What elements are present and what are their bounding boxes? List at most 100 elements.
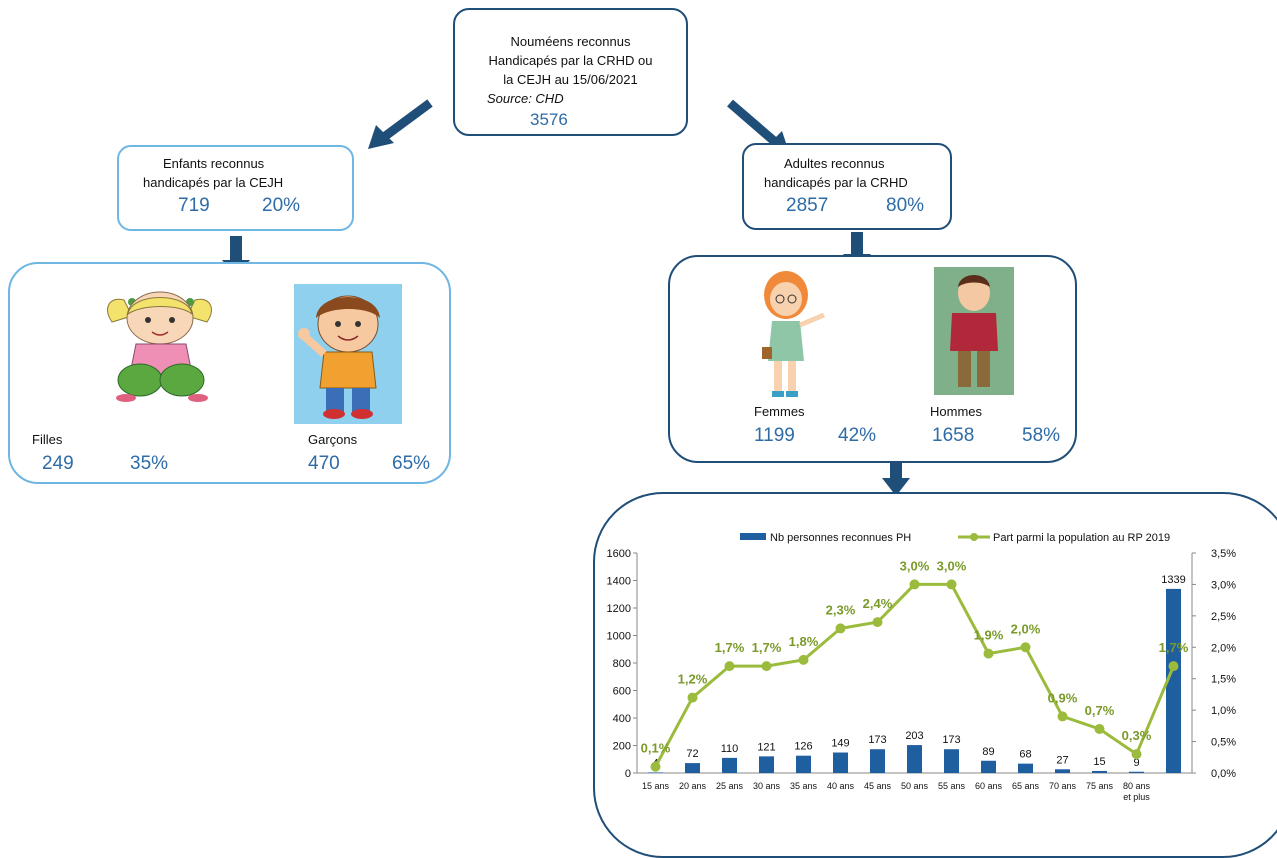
line-point (650, 761, 661, 772)
line-point (761, 661, 772, 672)
line-data-label: 2,4% (863, 596, 893, 611)
bar (722, 757, 737, 773)
x-tick-label: 25 ans (716, 781, 744, 791)
y-left-tick-label: 1600 (607, 548, 631, 560)
total-title-line1: Nouméens reconnus (510, 34, 631, 49)
line-data-label: 0,7% (1085, 703, 1115, 718)
filles-count: 249 (42, 453, 74, 474)
line-data-label: 1,9% (974, 628, 1004, 643)
boy-illustration (294, 284, 402, 424)
y-left-tick-label: 0 (625, 768, 631, 780)
total-title-line3: la CEJH au 15/06/2021 (503, 72, 638, 87)
arrow-to-enfants (368, 99, 433, 149)
legend-swatch-bars (740, 533, 766, 540)
y-right-tick-label: 0,5% (1211, 737, 1236, 749)
y-right-tick-label: 2,0% (1211, 642, 1236, 654)
y-left-tick-label: 1200 (607, 603, 631, 615)
garcons-label: Garçons (308, 432, 358, 447)
hommes-pct: 58% (1022, 425, 1061, 446)
girl-illustration (107, 291, 212, 402)
x-tick-label: 35 ans (790, 781, 818, 791)
total-source: Source: CHD (487, 91, 564, 106)
chart-panel (593, 492, 1277, 858)
total-box: Nouméens reconnus Handicapés par la CRHD… (453, 8, 688, 136)
x-tick-label: 20 ans (679, 781, 707, 791)
y-right-tick-label: 3,0% (1211, 579, 1236, 591)
bar (1092, 770, 1107, 773)
enfants-pct: 20% (262, 195, 301, 216)
line-data-label: 0,3% (1122, 728, 1152, 743)
line-data-label: 1,7% (752, 640, 782, 655)
x-tick-label: 45 ans (864, 781, 892, 791)
line-data-label: 1,7% (715, 640, 745, 655)
x-tick-label: 50 ans (901, 781, 929, 791)
y-right-tick-label: 3,5% (1211, 548, 1236, 560)
bar-data-label: 173 (942, 734, 960, 746)
enfants-title-line1: Enfants reconnus (163, 156, 265, 171)
femmes-pct: 42% (838, 425, 877, 446)
adults-panel: Femmes 1199 42% Hommes 1658 58% (668, 255, 1077, 463)
garcons-pct: 65% (392, 453, 431, 474)
bar (870, 749, 885, 773)
x-tick-label: 65 ans (1012, 781, 1040, 791)
bar-data-label: 110 (721, 743, 739, 755)
femmes-count: 1199 (754, 425, 795, 446)
legend-label-bars: Nb personnes reconnues PH (770, 532, 911, 544)
bar (907, 745, 922, 773)
legend-swatch-line-marker (970, 533, 978, 541)
line-point (798, 654, 809, 665)
children-panel: Filles 249 35% Garçons 470 65% (8, 262, 451, 484)
garcons-count: 470 (308, 453, 340, 474)
y-right-tick-label: 1,0% (1211, 705, 1236, 717)
bar (833, 752, 848, 773)
enfants-title-line2: handicapés par la CEJH (143, 175, 284, 190)
line-data-label: 2,3% (826, 602, 856, 617)
y-left-tick-label: 200 (613, 741, 631, 753)
line-data-label: 0,9% (1048, 690, 1078, 705)
x-tick-label: 15 ans (642, 781, 670, 791)
bar-data-label: 9 (1133, 757, 1139, 769)
y-left-tick-label: 400 (613, 713, 631, 725)
line-point (1168, 661, 1179, 672)
line-point (1020, 642, 1031, 653)
x-tick-label: 30 ans (753, 781, 781, 791)
enfants-box: Enfants reconnus handicapés par la CEJH … (117, 145, 354, 231)
line-point (1057, 711, 1068, 722)
bar (648, 772, 663, 773)
line-point (1094, 724, 1105, 734)
line-point (909, 579, 920, 590)
y-left-tick-label: 1400 (607, 576, 631, 588)
hommes-label: Hommes (930, 404, 983, 419)
line-point (1131, 749, 1142, 760)
bar-data-label: 72 (686, 748, 698, 760)
hommes-count: 1658 (932, 425, 975, 446)
line-data-label: 1,8% (789, 634, 819, 649)
line-point (983, 648, 994, 659)
x-tick-label: 70 ans (1049, 781, 1077, 791)
bar-data-label: 27 (1056, 754, 1068, 766)
y-right-tick-label: 2,5% (1211, 611, 1236, 623)
adultes-title-line1: Adultes reconnus (784, 156, 885, 171)
bar-data-label: 149 (831, 738, 849, 750)
bar-data-label: 126 (794, 741, 812, 753)
y-left-tick-label: 1000 (607, 631, 631, 643)
x-tick-label: 75 ans (1086, 781, 1114, 791)
bar (1166, 588, 1181, 773)
line-data-label: 3,0% (937, 558, 967, 573)
x-tick-label: 60 ans (975, 781, 1003, 791)
y-right-tick-label: 0,0% (1211, 768, 1236, 780)
line-data-label: 1,7% (1159, 640, 1189, 655)
bar-data-label: 1339 (1161, 574, 1185, 586)
legend-label-line: Part parmi la population au RP 2019 (993, 532, 1170, 544)
adultes-count: 2857 (786, 195, 829, 216)
bar-data-label: 173 (868, 734, 886, 746)
bar-data-label: 121 (757, 741, 775, 753)
filles-pct: 35% (130, 453, 169, 474)
line-data-label: 1,2% (678, 672, 708, 687)
y-right-tick-label: 1,5% (1211, 674, 1236, 686)
x-tick-label: 40 ans (827, 781, 855, 791)
bar-data-label: 203 (905, 730, 923, 742)
y-left-tick-label: 800 (613, 658, 631, 670)
adultes-box: Adultes reconnus handicapés par la CRHD … (742, 143, 952, 230)
line-data-label: 3,0% (900, 558, 930, 573)
